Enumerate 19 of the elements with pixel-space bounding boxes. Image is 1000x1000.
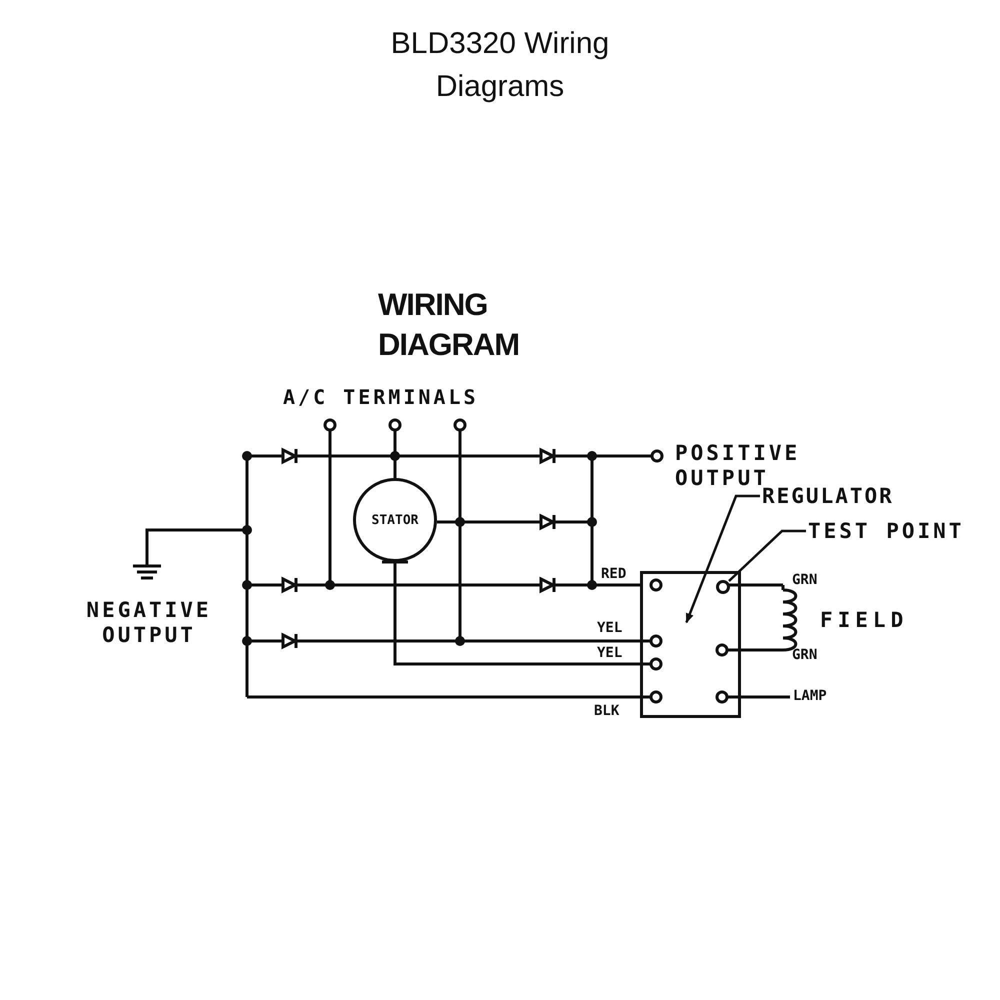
diagram-title: BLD3320 Wiring Diagrams	[390, 26, 610, 105]
wire-color-label: GRN	[792, 572, 818, 589]
stator-circle: STATOR	[353, 478, 437, 562]
leader-line	[685, 494, 760, 624]
terminal-label: LAMP	[793, 688, 827, 705]
wire-color-label: RED	[601, 566, 626, 583]
wire-color-label: YEL	[597, 620, 622, 637]
terminals-label: A/C TERMINALS	[283, 385, 479, 409]
regulator-label: REGULATOR	[762, 484, 894, 508]
wire-color-label: BLK	[594, 703, 620, 720]
test-point-label: TEST POINT	[808, 519, 964, 543]
output-label: NEGATIVE OUTPUT	[85, 598, 213, 648]
wire-color-label: YEL	[597, 645, 622, 662]
regulator-box	[640, 571, 741, 718]
wire-color-label: GRN	[792, 647, 818, 664]
field-label: FIELD	[820, 608, 908, 634]
test-point-terminal	[716, 580, 730, 594]
diagram-heading: WIRING DIAGRAM	[378, 286, 520, 364]
leader-line	[728, 530, 806, 582]
